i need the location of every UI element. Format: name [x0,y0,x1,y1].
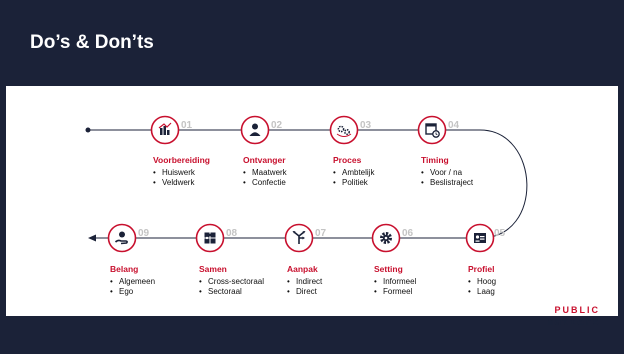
step-number-04: 04 [448,120,460,131]
step-setting: Setting InformeelFormeel [374,264,484,297]
step-label: Ontvanger [243,155,286,165]
step-bullet: Indirect [287,277,397,287]
step-bullet: Veldwerk [153,178,263,188]
header-bar: Do’s & Don’ts [0,0,624,86]
step-bullet: Informeel [374,277,484,287]
step-label: Profiel [468,264,495,274]
step-label: Voorbereiding [153,155,210,165]
person-icon [240,115,270,145]
step-bullet: Confectie [243,178,353,188]
step-number-01: 01 [181,120,193,131]
step-label: Timing [421,155,449,165]
step-bullet: Ego [110,287,220,297]
footer-bar [0,316,624,354]
step-label: Setting [374,264,403,274]
step-label: Samen [199,264,227,274]
step-number-05: 05 [494,228,506,239]
step-bullet: Cross-sectoraal [199,277,309,287]
step-label: Aanpak [287,264,318,274]
step-ontvanger: Ontvanger MaatwerkConfectie [243,155,353,188]
step-number-06: 06 [402,228,414,239]
public-matters-logo: PUBLIC matters [534,305,600,328]
step-profiel: Profiel HoogLaag [468,264,578,297]
step-bullet: Beslistraject [421,178,531,188]
step-number-07: 07 [315,228,327,239]
step-bullet: Algemeen [110,277,220,287]
split-arrows-icon [284,223,314,253]
step-bullet: Politiek [333,178,443,188]
flow-end-arrow [88,234,96,242]
step-bullet: Voor / na [421,168,531,178]
chart-icon [150,115,180,145]
step-bullet: Hoog [468,277,578,287]
gears-icon [329,115,359,145]
step-timing: Timing Voor / naBeslistraject [421,155,531,188]
hand-money-icon [107,223,137,253]
gear-icon [371,223,401,253]
calendar-clock-icon [417,115,447,145]
step-voorbereiding: Voorbereiding HuiswerkVeldwerk [153,155,263,188]
puzzle-icon [195,223,225,253]
step-proces: Proces AmbtelijkPolitiek [333,155,443,188]
step-number-09: 09 [138,228,150,239]
step-bullet: Huiswerk [153,168,263,178]
step-bullet: Ambtelijk [333,168,443,178]
logo-line-2: matters [546,315,600,328]
step-bullet: Sectoraal [199,287,309,297]
step-bullet: Maatwerk [243,168,353,178]
flow-start-dot [85,127,91,133]
step-samen: Samen Cross-sectoraalSectoraal [199,264,309,297]
step-belang: Belang AlgemeenEgo [110,264,220,297]
step-label: Proces [333,155,362,165]
step-number-02: 02 [271,120,283,131]
step-bullet: Laag [468,287,578,297]
page-title: Do’s & Don’ts [30,32,154,53]
step-label: Belang [110,264,139,274]
logo-line-1: PUBLIC [554,305,600,315]
step-number-03: 03 [360,120,372,131]
step-number-08: 08 [226,228,238,239]
profile-card-icon [465,223,495,253]
step-bullet: Formeel [374,287,484,297]
